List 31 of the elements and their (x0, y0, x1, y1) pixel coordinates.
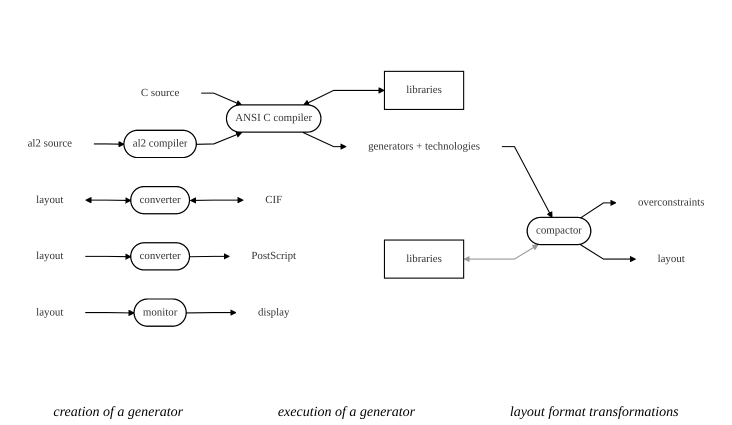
arrow (580, 200, 616, 218)
node-text: overconstraints (638, 196, 704, 208)
node-text: al2 source (28, 138, 72, 150)
node-text: PostScript (251, 250, 296, 262)
arrow (201, 92, 242, 106)
caption-text: creation of a generator (53, 405, 184, 421)
arrow (464, 244, 539, 262)
node-text: generators + technologies (368, 140, 480, 152)
node-text: layout (36, 194, 64, 206)
arrow (85, 253, 132, 260)
arrow (186, 309, 236, 316)
node-box: libraries (384, 70, 464, 110)
arrow (580, 244, 636, 262)
node-text: display (258, 306, 290, 318)
arrow (302, 132, 347, 150)
arrow (94, 140, 125, 148)
arrow (190, 196, 244, 204)
node-text: layout (36, 306, 64, 318)
arrow (85, 310, 135, 316)
caption-text: execution of a generator (278, 405, 416, 421)
arrow (85, 196, 132, 204)
arrow (190, 253, 230, 260)
node-text: CIF (265, 194, 282, 206)
node-text: C source (140, 87, 180, 99)
node-text: layout (658, 253, 685, 265)
arrow (196, 132, 242, 145)
arrow (303, 87, 385, 106)
node-text: layout (36, 250, 64, 262)
arrow (502, 146, 552, 218)
node-box: libraries (384, 240, 464, 279)
caption-text: layout format transformations (510, 405, 679, 421)
